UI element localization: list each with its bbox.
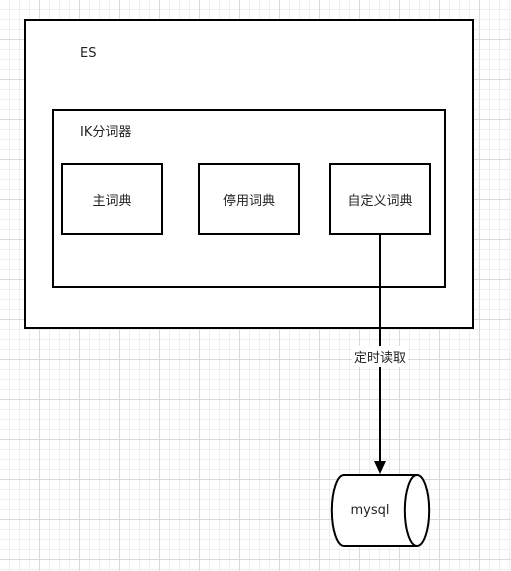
read-arrowhead xyxy=(374,461,386,474)
custom-dictionary-box: 自定义词典 xyxy=(329,163,431,235)
ik-analyzer-label: IK分词器 xyxy=(80,125,132,140)
mysql-label: mysql xyxy=(350,503,390,518)
stopword-dictionary-label: 停用词典 xyxy=(222,193,275,209)
custom-dictionary-label: 自定义词典 xyxy=(347,193,413,209)
es-label: ES xyxy=(80,46,97,61)
scheduled-read-label: 定时读取 xyxy=(352,346,409,367)
mysql-database-cylinder xyxy=(330,474,431,547)
main-dictionary-label: 主词典 xyxy=(92,193,132,209)
main-dictionary-box: 主词典 xyxy=(61,163,163,235)
stopword-dictionary-box: 停用词典 xyxy=(198,163,300,235)
